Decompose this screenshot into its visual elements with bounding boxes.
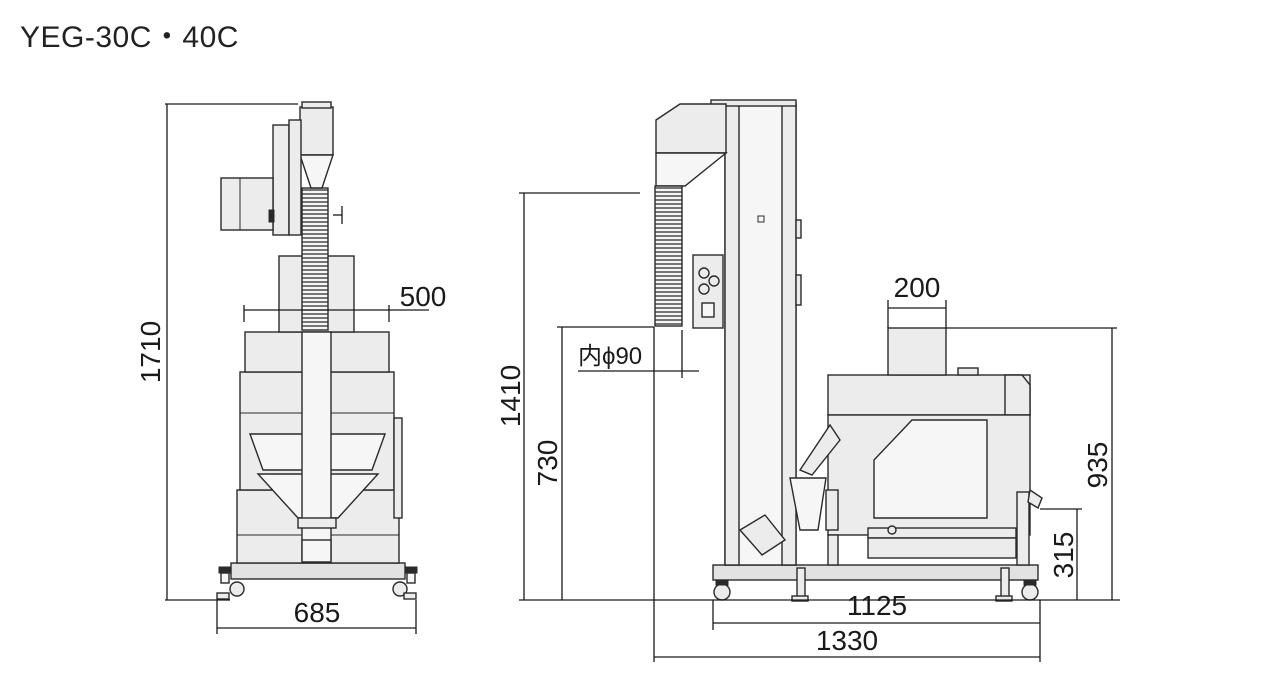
- dim-200: 200: [894, 272, 941, 303]
- side-view-machine: [654, 99, 1043, 602]
- dim-1710: 1710: [135, 321, 166, 383]
- dim-315: 315: [1048, 532, 1079, 579]
- front-dimensions: [165, 103, 429, 634]
- model-title: YEG-30C・40C: [20, 21, 239, 54]
- dim-1410: 1410: [495, 365, 526, 427]
- dim-inner-diameter-90: 内ϕ90: [578, 343, 642, 370]
- front-pipe-ribs: [302, 189, 328, 327]
- dim-1125: 1125: [847, 590, 907, 621]
- dim-730: 730: [532, 440, 563, 487]
- dim-500: 500: [400, 281, 447, 312]
- dim-685: 685: [294, 597, 341, 628]
- side-pipe-ribs: [655, 187, 682, 325]
- side-dimensions: [519, 192, 1120, 662]
- front-view-machine: [216, 101, 418, 600]
- dim-1330: 1330: [816, 625, 878, 656]
- dim-935: 935: [1082, 442, 1113, 489]
